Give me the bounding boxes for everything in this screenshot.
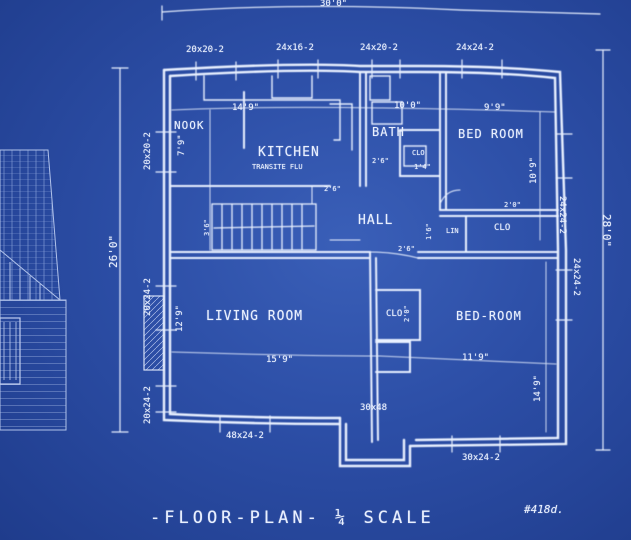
- dim-bedroom1-width: 9'9": [484, 103, 506, 113]
- dim-nook-depth: 7'9": [177, 134, 187, 156]
- room-label-hall: HALL: [358, 213, 394, 228]
- dim-door-c: 2'6": [398, 245, 415, 253]
- window-size-10: 48x24-2: [226, 431, 264, 441]
- dim-bedroom2-width: 11'9": [462, 353, 490, 363]
- window-size-12: 30x48: [360, 403, 388, 413]
- dim-door-d: 2'0": [504, 201, 521, 209]
- dim-bath-width: 10'0": [394, 101, 422, 111]
- drawing-title: -FLOOR-PLAN- ¼ SCALE: [150, 508, 435, 528]
- room-label-bedroom-1: BED ROOM: [458, 127, 524, 141]
- window-marks: [155, 59, 573, 453]
- window-size-4: 24x24-2: [456, 43, 494, 53]
- stair: [211, 203, 317, 251]
- dim-door-a: 2'6": [324, 185, 341, 193]
- dim-door-f: 1'6": [425, 223, 433, 240]
- fireplace: [143, 295, 165, 371]
- window-size-3: 24x20-2: [360, 43, 398, 53]
- room-label-living-room: LIVING ROOM: [206, 309, 304, 324]
- room-label-nook: NOOK: [174, 119, 205, 132]
- dim-living-depth: 12'9": [175, 304, 185, 332]
- dim-door-b: 2'6": [372, 157, 389, 165]
- dim-living-width: 15'9": [266, 355, 294, 365]
- side-elevation-drawing: [0, 149, 67, 431]
- window-size-7: 24x24-2: [571, 258, 581, 296]
- exterior-walls: [162, 63, 568, 468]
- door-swings: [311, 185, 461, 259]
- top-dimension-label: 30'0": [320, 0, 348, 9]
- closet-label-2: CLO: [494, 223, 511, 233]
- linen-label: LIN: [446, 227, 459, 235]
- dim-kitchen-width: 14'9": [232, 103, 260, 113]
- sheet-number: #418d.: [524, 503, 564, 516]
- kitchen-note: TRANSITE FLU: [252, 163, 303, 171]
- closet-label-1: CLO: [412, 149, 425, 157]
- room-label-bath: BATH: [372, 125, 405, 139]
- window-size-8: 20x24-2: [143, 278, 153, 316]
- window-size-11: 30x24-2: [462, 453, 500, 463]
- window-size-6: 24x24-2: [557, 196, 567, 234]
- dim-door-h: 3'6": [203, 219, 211, 236]
- dim-door-g: 1'4": [414, 163, 431, 171]
- dim-door-e: 2'0": [403, 305, 411, 322]
- window-size-1: 20x20-2: [186, 45, 224, 55]
- window-size-5: 20x20-2: [143, 132, 153, 170]
- overall-depth-left: 26'0": [107, 234, 120, 268]
- top-dimension-line: [161, 5, 601, 15]
- dim-bedroom2-depth: 14'9": [533, 374, 543, 402]
- overall-depth-right: 28'0": [600, 214, 613, 248]
- closet-label-3: CLO: [386, 309, 403, 319]
- kitchen-counters: [203, 75, 427, 167]
- interior-walls: [169, 71, 559, 443]
- room-label-bedroom-2: BED-ROOM: [456, 309, 522, 323]
- room-label-kitchen: KITCHEN: [258, 145, 320, 160]
- window-size-9: 20x24-2: [143, 386, 153, 424]
- dim-bedroom1-depth: 10'9": [529, 156, 539, 184]
- window-size-2: 24x16-2: [276, 43, 314, 53]
